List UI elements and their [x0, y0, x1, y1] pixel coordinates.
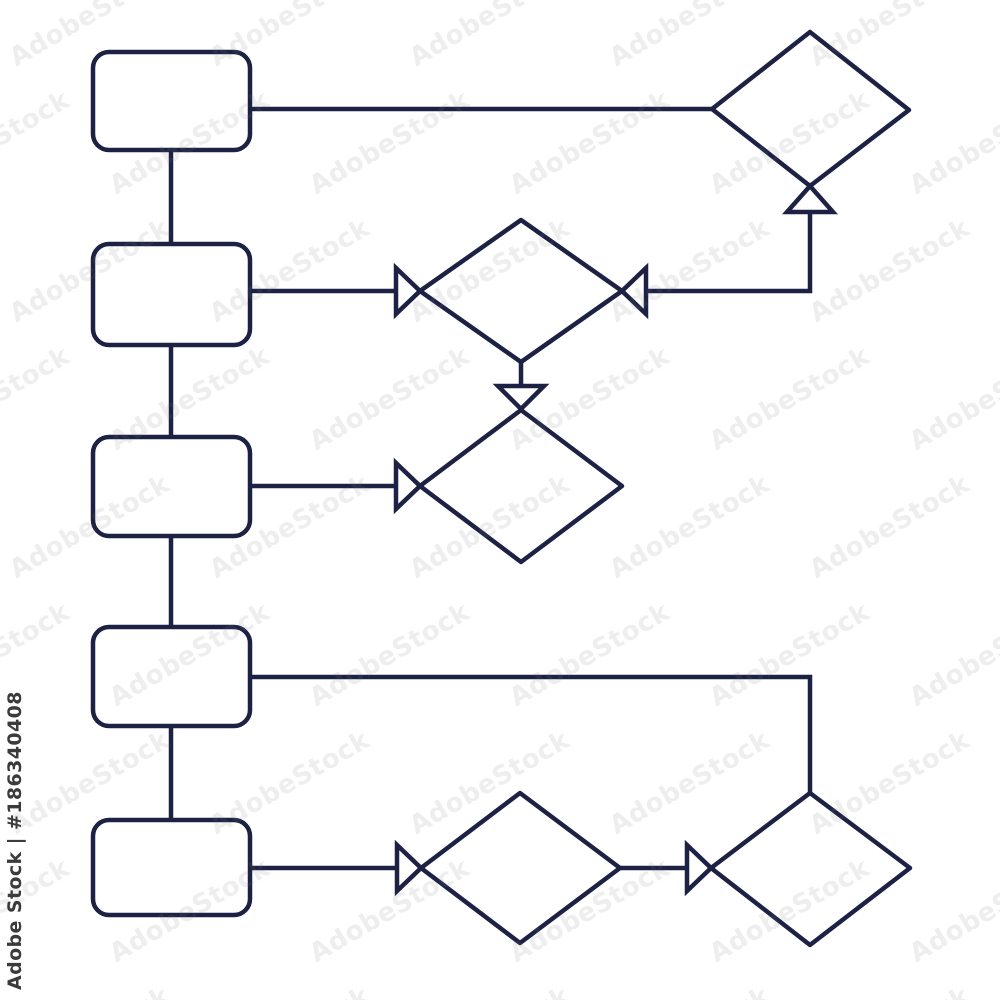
arrow-into-diamond3-top-icon: [492, 383, 550, 413]
credit-label: Adobe Stock | #186340408: [4, 691, 26, 990]
node-diamond-4[interactable]: [418, 790, 623, 946]
edges-layer: [168, 106, 813, 871]
arrow-into-diamond2-right-icon: [618, 262, 649, 320]
arrow-into-diamond5-left-icon: [684, 839, 715, 897]
node-diamond-2[interactable]: [417, 217, 625, 365]
edge-diamond2-diamond1: [622, 212, 813, 294]
node-diamond-3[interactable]: [417, 407, 625, 565]
arrow-into-diamond3-left-icon: [393, 457, 424, 515]
arrow-into-diamond1-bottom-icon: [782, 182, 838, 215]
node-box-4[interactable]: [90, 624, 253, 729]
arrow-into-diamond4-left-icon: [394, 839, 425, 897]
node-box-5[interactable]: [90, 817, 253, 918]
edge-box4-diamond5: [250, 674, 813, 793]
arrowheads-layer: [393, 182, 838, 897]
node-box-3[interactable]: [90, 434, 253, 539]
node-box-2[interactable]: [90, 241, 253, 348]
nodes-layer: [90, 29, 913, 948]
node-diamond-1[interactable]: [709, 29, 912, 189]
node-diamond-5[interactable]: [708, 790, 913, 948]
arrow-into-diamond2-left-icon: [393, 262, 424, 320]
node-box-1[interactable]: [90, 49, 253, 153]
